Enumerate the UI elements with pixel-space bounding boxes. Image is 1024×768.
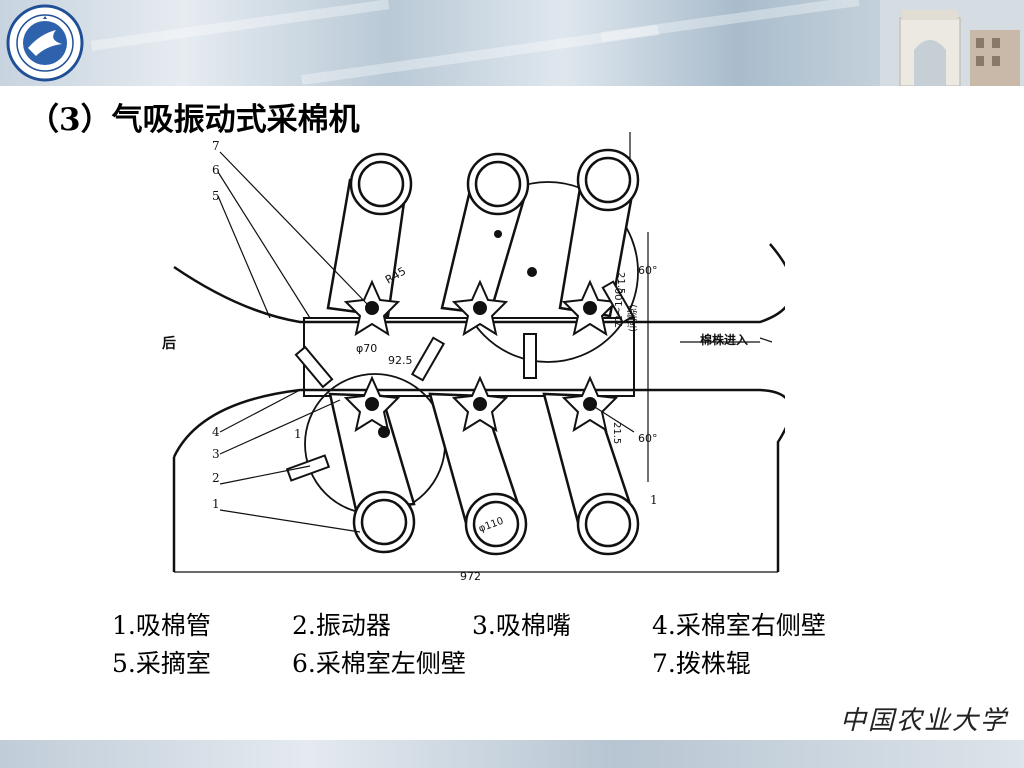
legend-item: 2.振动器: [292, 611, 391, 640]
callout-4: 4: [212, 425, 220, 439]
callout-7: 7: [212, 139, 220, 153]
callout-1-angle: 1: [294, 427, 302, 441]
cotton-picker-diagram: 7 6 5 4 3 2 1 1 1 后 前 棉株进入 R45 φ70 92.5 …: [162, 132, 785, 583]
header-banner: [0, 0, 1024, 86]
label-dim-215-bottom: 21.5: [611, 422, 622, 444]
callout-2: 2: [212, 471, 220, 485]
footer-banner: [0, 740, 1024, 768]
legend-item: 1.吸棉管: [112, 611, 211, 640]
legend-item: 3.吸棉嘴: [472, 611, 571, 640]
label-angle-top: 60°: [638, 264, 658, 277]
label-gap: 72~100: [614, 288, 625, 328]
brand-text: 中国农业大学: [840, 706, 1009, 736]
legend-row-1: 1.吸棉管 2.振动器 3.吸棉嘴 4.采棉室右侧壁: [112, 606, 892, 644]
university-logo: [6, 4, 84, 82]
label-dia1: φ70: [356, 342, 377, 355]
label-dim-925: 92.5: [388, 354, 413, 367]
callout-1: 1: [212, 497, 220, 511]
label-gap-note: (间隙): [626, 304, 639, 332]
legend-item: 6.采棉室左侧壁: [292, 649, 466, 678]
label-angle-bottom: 60°: [638, 432, 658, 445]
callout-3: 3: [212, 447, 220, 461]
label-back: 后: [162, 335, 176, 352]
label-cotton-in: 棉株进入: [700, 332, 748, 347]
parts-legend: 1.吸棉管 2.振动器 3.吸棉嘴 4.采棉室右侧壁 5.采摘室 6.采棉室左侧…: [112, 606, 892, 682]
university-calligraphy-logo: 中国农业大学: [840, 700, 1020, 740]
callout-1-right: 1: [650, 493, 658, 507]
legend-item: 5.采摘室: [112, 649, 211, 678]
legend-row-2: 5.采摘室 6.采棉室左侧壁 7.拨株辊: [112, 644, 892, 682]
callout-5: 5: [212, 189, 220, 203]
legend-item: 7.拨株辊: [652, 649, 751, 678]
campus-gate-image: [880, 0, 1024, 86]
label-dim-215-top: 21.5: [615, 272, 626, 294]
label-width: 972: [460, 570, 481, 583]
legend-item: 4.采棉室右侧壁: [652, 611, 826, 640]
slide-title: （3）气吸振动式采棉机: [28, 102, 360, 138]
callout-6: 6: [212, 163, 220, 177]
